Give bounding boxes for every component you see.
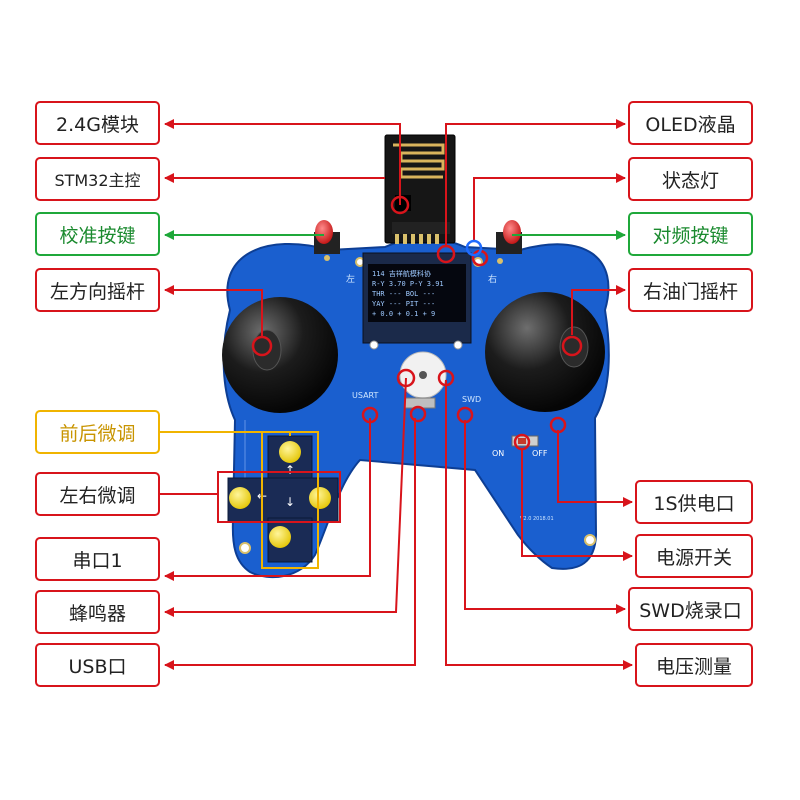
silk-usart: USART (352, 391, 379, 400)
label-trim-left-right: 左右微调 (35, 472, 160, 516)
oled-line: 114 吉祥航模科协 (372, 269, 431, 278)
buzzer-part (399, 351, 447, 399)
label-power-switch: 电源开关 (635, 534, 753, 578)
label-usb: USB口 (35, 643, 160, 687)
oled-line: + 0.0 + 0.1 + 9 (372, 310, 435, 318)
calibrate-button-part (314, 220, 340, 261)
silk-swd: SWD (462, 395, 481, 404)
label-serial: 串口1 (35, 537, 160, 581)
label-stm32: STM32主控 (35, 157, 160, 201)
label-trim-front-back: 前后微调 (35, 410, 160, 454)
silk-left: 左 (346, 273, 355, 285)
silk-right: 右 (488, 273, 497, 285)
status-led-icon (465, 239, 483, 257)
oled-display: 114 吉祥航模科协 R-Y 3.70 P-Y 3.91 THR --- BOL… (362, 252, 472, 350)
label-buzzer: 蜂鸣器 (35, 590, 160, 634)
label-24g-module: 2.4G模块 (35, 101, 160, 145)
callout-lines (160, 119, 633, 670)
label-right-stick: 右油门摇杆 (628, 268, 753, 312)
svg-text:↑: ↑ (285, 463, 295, 477)
left-joystick-part (222, 297, 338, 413)
rf-module (384, 134, 456, 244)
mount-hole-icon (239, 542, 251, 554)
silk-version: V2.0 2018.01 (520, 516, 554, 522)
callout-targets (251, 195, 583, 451)
mount-hole-icon (584, 534, 596, 546)
pair-button-part (496, 220, 522, 254)
label-calibrate-button: 校准按键 (35, 212, 160, 256)
silk-on: ON (492, 449, 504, 458)
silk-off: OFF (532, 449, 548, 458)
svg-text:↓: ↓ (285, 495, 295, 509)
label-status-led: 状态灯 (628, 157, 753, 201)
label-left-stick: 左方向摇杆 (35, 268, 160, 312)
label-swd: SWD烧录口 (628, 587, 753, 631)
oled-line: YAY --- PIT --- (372, 300, 435, 308)
label-oled: OLED液晶 (628, 101, 753, 145)
trim-buttons: ↑ ↓ ← (227, 435, 339, 563)
right-joystick-part (485, 292, 605, 412)
oled-line: THR --- BOL --- (372, 290, 435, 298)
label-pair-button: 对频按键 (628, 212, 753, 256)
label-voltage: 电压测量 (635, 643, 753, 687)
label-1s-power: 1S供电口 (635, 480, 753, 524)
oled-line: R-Y 3.70 P-Y 3.91 (372, 280, 444, 288)
